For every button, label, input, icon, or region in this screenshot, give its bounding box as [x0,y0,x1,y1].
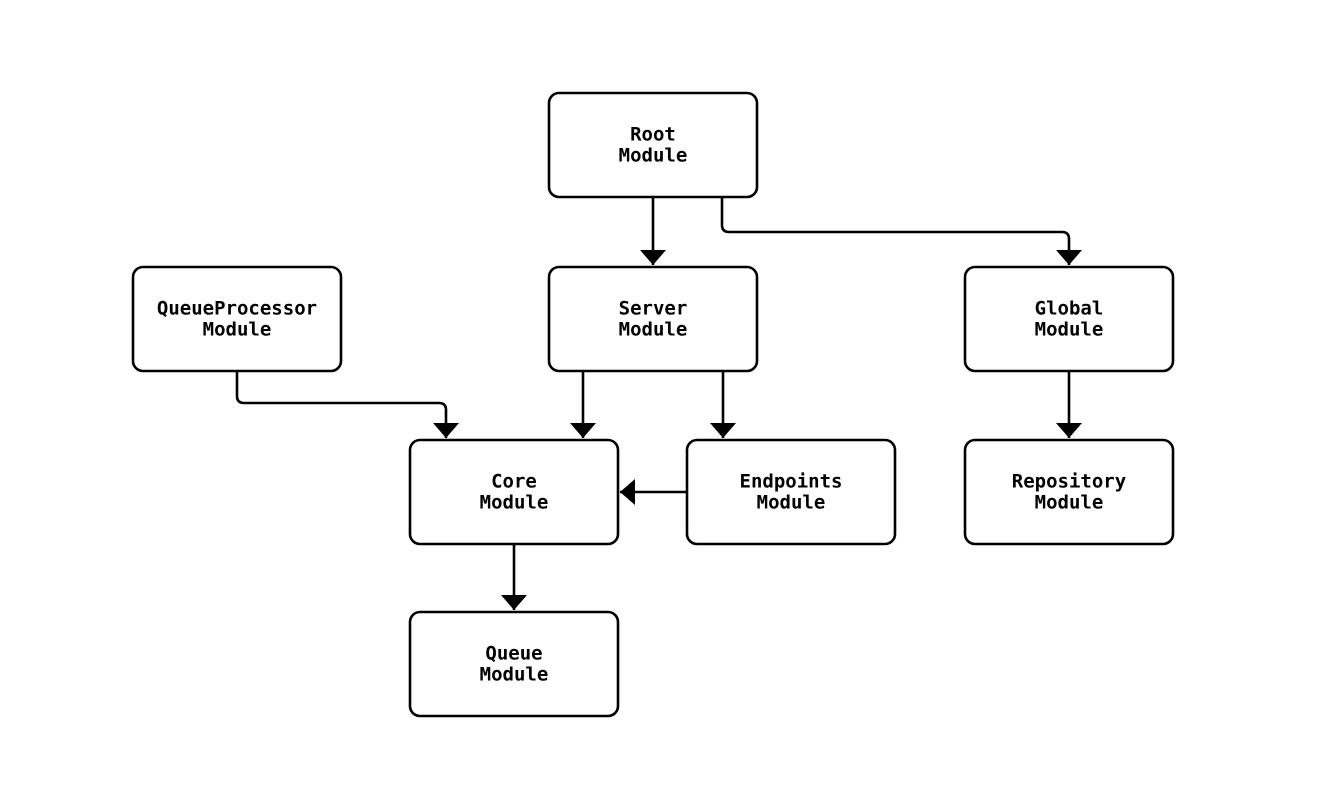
node-box-repository [963,438,1175,546]
node-label-core-line1: Core [491,471,537,493]
node-label-server-line2: Module [619,319,688,341]
node-label-server-line1: Server [619,298,688,320]
node-label-core-line2: Module [480,492,549,514]
node-box-root [547,91,759,199]
node-box-server [547,265,759,373]
node-label-queue-processor-line1: QueueProcessor [157,298,317,320]
node-label-repository-line2: Module [1035,492,1104,514]
node-box-queue [408,610,620,718]
node-box-global [963,265,1175,373]
node-label-root-line1: Root [630,124,676,146]
node-label-root-line2: Module [619,145,688,167]
nodes-layer: RootModuleQueueProcessorModuleServerModu… [131,91,1175,718]
node-label-repository-line1: Repository [1012,471,1126,493]
node-label-global-line1: Global [1035,298,1104,320]
node-label-global-line2: Module [1035,319,1104,341]
node-box-queue-processor [131,265,343,373]
edges-layer [235,197,1082,610]
node-box-core [408,438,620,546]
node-label-queue-processor-line2: Module [203,319,272,341]
node-box-endpoints [685,438,897,546]
node-label-endpoints-line2: Module [757,492,826,514]
node-label-queue-line1: Queue [485,643,542,665]
edge-queue-processor-to-core [235,371,459,438]
edge-root-to-global [720,197,1082,265]
node-label-endpoints-line1: Endpoints [740,471,843,493]
node-label-queue-line2: Module [480,664,549,686]
